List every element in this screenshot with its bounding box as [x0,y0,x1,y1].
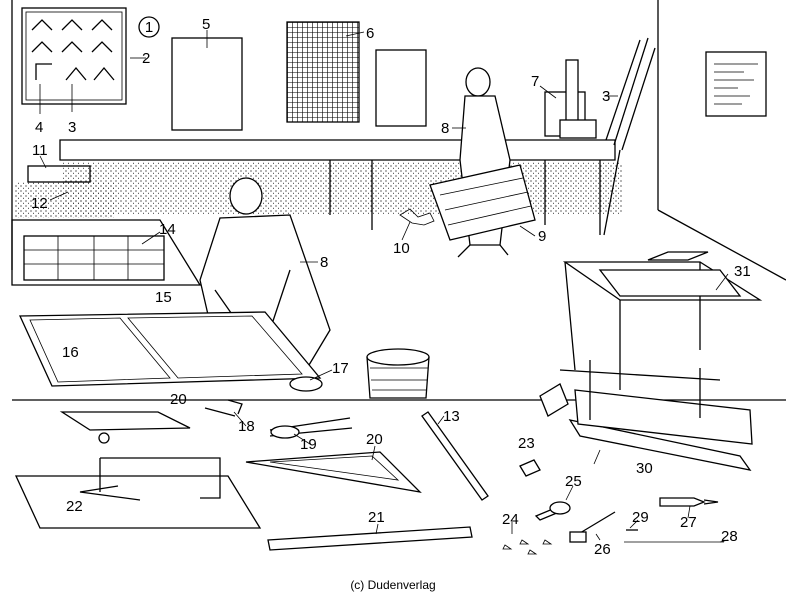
nailing-machine [544,59,597,139]
label: 22 [66,498,83,515]
label: 31 [734,263,751,280]
apprentice-carrying-frame [429,67,536,258]
label: 23 [518,435,535,452]
copyright-notice: (c) Dudenverlag [350,578,436,592]
mitre-trimmer [562,251,763,390]
mounting-board [171,37,243,131]
label: 20 [170,391,187,408]
small-hand-tools [502,459,724,555]
label: 17 [332,360,349,377]
glue-bucket [289,348,430,399]
label: 25 [565,473,582,490]
label: 14 [159,221,176,238]
label: 13 [443,408,460,425]
label: 30 [636,460,653,477]
label: 24 [502,511,519,528]
label: 27 [680,514,697,531]
floor-tools [59,399,489,551]
label: 10 [393,240,410,257]
hammer-tool [27,165,91,183]
label: 8 [441,120,449,137]
section-number: 1 [145,19,153,36]
section-number-badge: 1 [138,16,160,38]
glass-pane-grid [286,21,360,123]
label: 4 [35,119,43,136]
mitre-saw [539,360,753,471]
leader-lines [39,30,729,543]
label: 21 [368,509,385,526]
label: 9 [538,228,546,245]
label: 6 [366,25,374,42]
label: 15 [155,289,172,306]
picture-board [375,49,427,127]
label: 18 [238,418,255,435]
label: 26 [594,541,611,558]
label: 5 [202,16,210,33]
frame-mouldings [603,37,656,236]
label: 19 [300,436,317,453]
label: 7 [531,73,539,90]
label: 28 [721,528,738,545]
part-labels: 2 3 3 4 5 6 7 8 8 9 10 11 12 13 14 15 16… [31,16,751,558]
wall-notice [705,51,767,117]
label: 16 [62,344,79,361]
label: 11 [32,142,48,159]
wood-shavings [399,208,435,226]
label: 3 [602,88,610,105]
front-worktable [11,165,322,387]
label: 8 [320,254,328,271]
back-workbench [59,139,622,235]
label: 3 [68,119,76,136]
label: 2 [142,50,150,67]
mitre-corner-display-board [21,7,127,105]
mount-cutter [14,432,262,529]
label: 20 [366,431,383,448]
label: 29 [632,509,649,526]
label: 12 [31,195,48,212]
